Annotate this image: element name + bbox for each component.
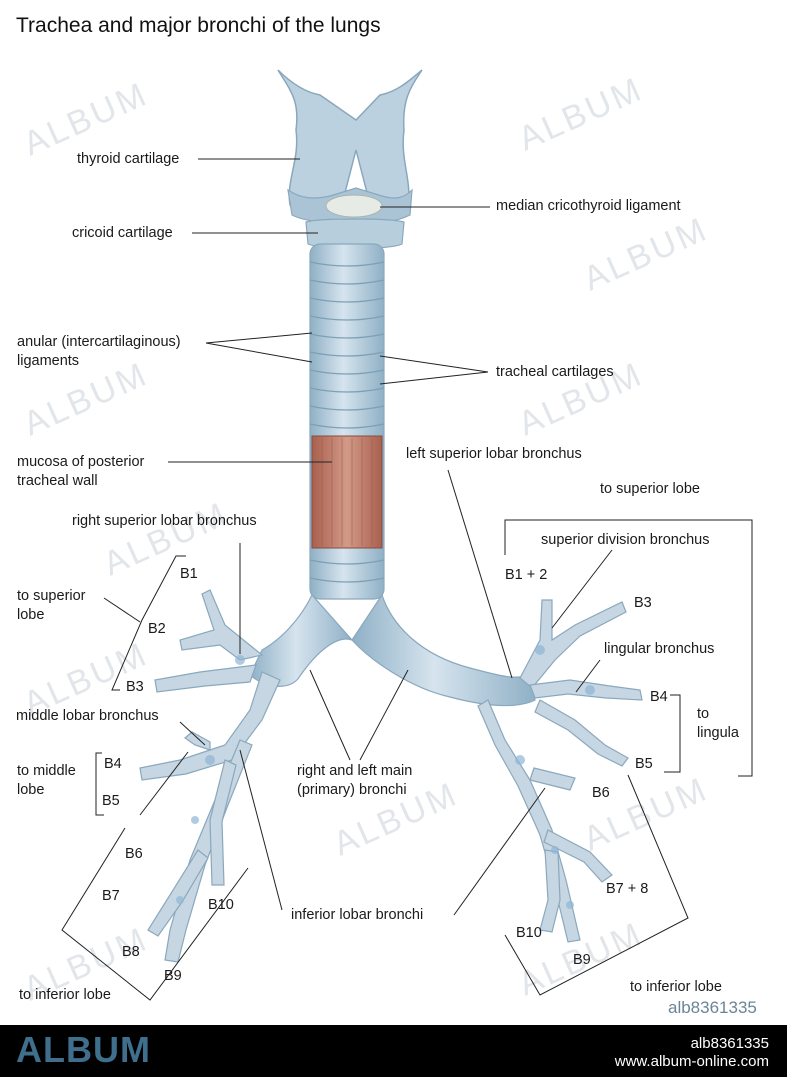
- segment-label-l-b3: B3: [634, 595, 652, 611]
- label-to-lingula-line2: lingula: [697, 725, 739, 741]
- left-main-bronchus: [351, 593, 536, 707]
- label-superior-division-bronchus: superior division bronchus: [541, 532, 710, 548]
- label-to-superior-line1: to superior: [17, 588, 86, 604]
- label-inferior-lobar-bronchi: inferior lobar bronchi: [291, 907, 424, 923]
- segment-label-l-b4: B4: [650, 689, 668, 705]
- thyroid-cartilage: [277, 69, 423, 213]
- segment-label-r-b5: B5: [102, 793, 120, 809]
- label-tracheal-cartilages: tracheal cartilages: [496, 364, 614, 380]
- label-to-lingula-line1: to: [697, 706, 710, 722]
- footer-website: www.album-online.com: [614, 1053, 769, 1070]
- label-anular-ligaments-line2: ligaments: [17, 353, 80, 369]
- segment-label-l-b5: B5: [635, 756, 653, 772]
- segment-label-l-b6: B6: [592, 785, 610, 801]
- label-to-superior-lobe-left-group: to superior lobe: [600, 481, 700, 497]
- label-right-superior-lobar-bronchus: right superior lobar bronchus: [72, 513, 257, 529]
- posterior-mucosa: [311, 435, 383, 549]
- segment-label-r-b10: B10: [208, 897, 234, 913]
- label-to-superior-line2: lobe: [17, 607, 45, 623]
- segment-label-l-b1-2: B1 + 2: [505, 567, 548, 583]
- label-main-bronchi-line1: right and left main: [297, 763, 413, 779]
- segment-label-r-b3: B3: [126, 679, 144, 695]
- label-mucosa-line1: mucosa of posterior: [17, 454, 145, 470]
- segment-label-r-b7: B7: [102, 888, 120, 904]
- segment-label-r-b8: B8: [122, 944, 140, 960]
- segment-label-r-b1: B1: [180, 566, 198, 582]
- segment-label-r-b6: B6: [125, 846, 143, 862]
- right-main-bronchus: [249, 593, 353, 687]
- label-to-inferior-lobe-right: to inferior lobe: [19, 987, 111, 1003]
- segment-label-l-b10: B10: [516, 925, 542, 941]
- segment-label-r-b9: B9: [164, 968, 182, 984]
- brackets: [61, 519, 753, 1001]
- page-title: Trachea and major bronchi of the lungs: [16, 14, 381, 37]
- tracheal-rings: [309, 261, 385, 583]
- label-to-middle-line1: to middle: [17, 763, 76, 779]
- label-middle-lobar-bronchus: middle lobar bronchus: [16, 708, 159, 724]
- label-mucosa-line2: tracheal wall: [17, 473, 98, 489]
- label-anular-ligaments-line1: anular (intercartilaginous): [17, 334, 181, 350]
- left-bronchial-tree: [477, 599, 643, 943]
- segment-label-r-b4: B4: [104, 756, 122, 772]
- label-cricoid-cartilage: cricoid cartilage: [72, 225, 173, 241]
- cricothyroid-ligament: [325, 194, 383, 218]
- segment-label-r-b2: B2: [148, 621, 166, 637]
- label-left-superior-lobar-bronchus: left superior lobar bronchus: [406, 446, 582, 462]
- label-to-middle-line2: lobe: [17, 782, 45, 798]
- label-median-cricothyroid-ligament: median cricothyroid ligament: [496, 198, 681, 214]
- segment-label-l-b9: B9: [573, 952, 591, 968]
- label-main-bronchi-line2: (primary) bronchi: [297, 782, 407, 798]
- album-logo: ALBUM: [16, 1029, 151, 1070]
- label-thyroid-cartilage: thyroid cartilage: [77, 151, 180, 167]
- label-to-inferior-lobe-left: to inferior lobe: [630, 979, 722, 995]
- footer-bar: ALBUM alb8361335 www.album-online.com: [0, 1025, 787, 1077]
- footer-image-id: alb8361335: [690, 1035, 769, 1052]
- label-lingular-bronchus: lingular bronchus: [604, 641, 715, 657]
- segment-label-l-b7-8: B7 + 8: [606, 881, 649, 897]
- image-id-stamp: alb8361335: [668, 998, 757, 1017]
- leader-lines: [103, 158, 613, 916]
